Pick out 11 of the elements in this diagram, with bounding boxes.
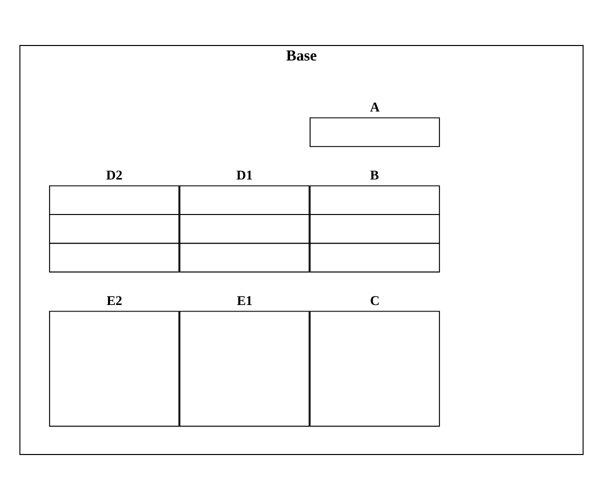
node-box: [310, 310, 440, 427]
node-label: C: [370, 292, 380, 308]
node-label: D2: [106, 167, 122, 182]
node-label: E2: [106, 292, 122, 308]
node-label: A: [370, 99, 380, 114]
node-label: B: [370, 167, 379, 182]
node-label: E1: [236, 292, 252, 308]
node-label: D1: [236, 167, 253, 182]
node-box: [310, 117, 440, 148]
node-box: [179, 310, 310, 427]
node-box: [49, 310, 180, 427]
